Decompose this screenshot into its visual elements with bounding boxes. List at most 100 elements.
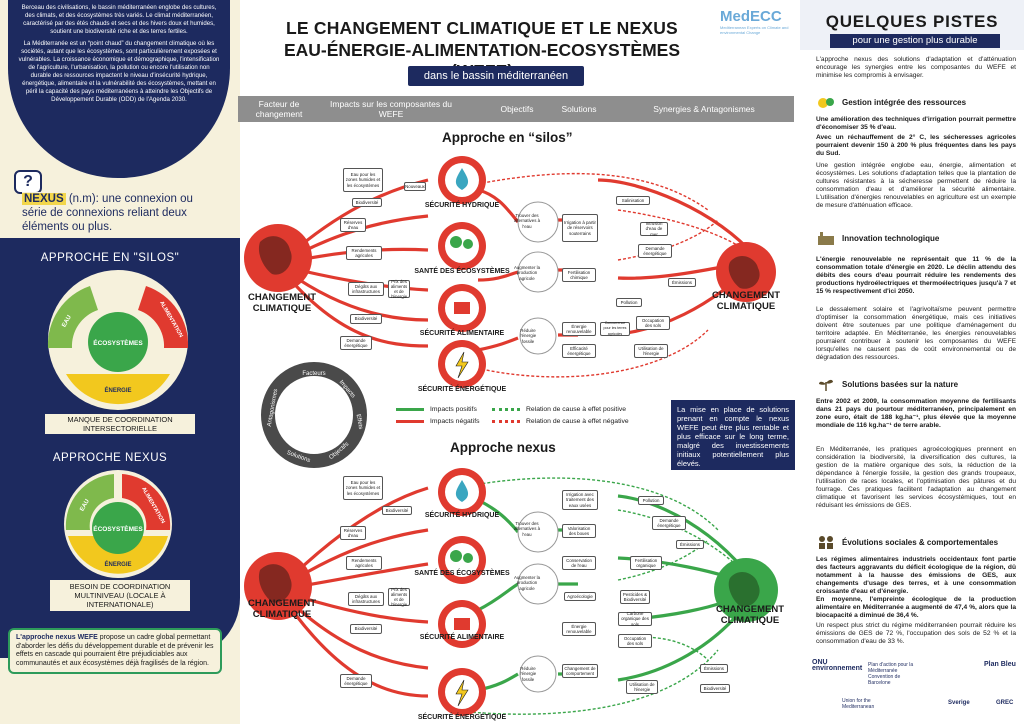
effect-box: Utilisation de l'énergie <box>634 344 668 358</box>
nexus-term: NEXUS <box>22 193 66 205</box>
objective-agri-circle <box>517 563 559 605</box>
s3-fact: Entre 2002 et 2009, la consommation moye… <box>816 398 1016 429</box>
effect-box: Utilisation de l'énergie <box>626 680 658 694</box>
silos-climate-label-right: CHANGEMENT CLIMATIQUE <box>711 290 781 312</box>
legend-cause-negative-label: Relation de cause à effet négative <box>526 418 629 425</box>
objective-energy-circle <box>519 655 557 693</box>
solution-box: Changement de comportement <box>562 664 598 678</box>
left-panel: Berceau des civilisations, le bassin méd… <box>0 0 240 724</box>
question-mark-icon: ? <box>14 170 42 194</box>
effect-box: Pesticides & Biodiversité <box>620 590 650 604</box>
silos-energie-label: ÉNERGIE <box>104 386 131 394</box>
page-subtitle: dans le bassin méditerranéen <box>408 66 584 86</box>
nexus-section-title: Approche nexus <box>450 440 556 455</box>
objective-label: Augmenter la production agricole <box>513 265 541 281</box>
impact-box: Biodiversité <box>350 624 382 634</box>
silos-globe-continent-left <box>258 236 292 275</box>
silos-energie-segment <box>66 374 170 405</box>
solution-box: Irrigation avec traitement des eaux usée… <box>562 490 598 510</box>
silos-flow-diagram <box>244 156 776 388</box>
effect-box: Biodiversité <box>700 684 730 693</box>
header-synergies: Synergies & Antagonismes <box>653 104 755 114</box>
nexus-sector-ecosystem: SANTÉ DES ÉCOSYSTÈMES <box>414 570 510 577</box>
nexus-diagram: ÉCOSYSTÈMES EAU ALIMENTATION ÉNERGIE <box>64 470 172 578</box>
objective-label: Trouver des alternatives à l'eau <box>513 521 541 537</box>
solution-box: Énergie renouvelable <box>562 622 596 636</box>
silos-diagram: ÉCOSYSTÈMES EAU ALIMENTATION ÉNERGIE <box>47 270 189 410</box>
effect-box: Salinisation <box>616 196 650 205</box>
legend-cause-positive-line <box>492 408 520 411</box>
effect-box: Occupation des sols <box>636 316 670 330</box>
section-tech-innovation: Innovation technologique <box>816 230 1016 246</box>
plant-icon <box>819 379 833 391</box>
s4-fact-2: En moyenne, l'empreinte écologique de la… <box>816 596 1016 619</box>
impact-box: Prix des aliments et de l'énergie <box>388 587 410 607</box>
silos-caption: MANQUE DE COORDINATION INTERSECTORIELLE <box>0 414 240 434</box>
silos-eau-segment <box>47 286 98 348</box>
cycle-label: Facteurs <box>302 371 325 377</box>
tree-icon <box>450 236 462 248</box>
solution-box: Valorisation des boues <box>562 524 596 538</box>
nexus-flow-diagram <box>244 468 778 716</box>
impact-box: Nouveaux <box>404 182 426 191</box>
silos-ecosystemes-label: ÉCOSYSTÈMES <box>93 338 143 347</box>
objective-energy-circle <box>519 317 557 355</box>
nexus-energie-label: ÉNERGIE <box>104 560 131 568</box>
legend-positive-label: Impacts positifs <box>430 406 477 413</box>
right-intro: L'approche nexus des solutions d'adaptat… <box>816 56 1016 79</box>
impact-box: Prix des aliments et de l'énergie <box>388 279 410 299</box>
silos-section-title: Approche en “silos” <box>442 130 573 145</box>
tree-icon <box>463 553 473 563</box>
section-nature-based-title: Solutions basées sur la nature <box>842 379 959 389</box>
cycle-arrow-icon <box>352 390 362 404</box>
food-basket-icon <box>454 302 470 314</box>
legend-positive: Impacts positifs <box>396 406 477 413</box>
silos-sector-food: SÉCURITÉ ALIMENTAIRE <box>419 330 505 337</box>
nexus-link <box>477 582 519 612</box>
nexus-caption: BESOIN DE COORDINATION MULTINIVEAU (LOCA… <box>0 580 240 611</box>
solution-box: Conservation de l'eau <box>562 556 596 570</box>
effect-box: Carbone organique des sols <box>618 611 652 627</box>
intro-paragraph-2: La Méditerranée est un “point chaud” du … <box>18 40 220 103</box>
legend: Impacts positifs Impacts négatifs Relati… <box>396 402 666 432</box>
logo-onu: ONU environnement <box>812 659 863 672</box>
cycle-ring <box>261 362 367 468</box>
nexus-climate-label-left: CHANGEMENT CLIMATIQUE <box>247 598 317 620</box>
medecc-logo-subtitle: Mediterranean Experts on Climate and env… <box>720 25 789 35</box>
s1-fact-1: Une amélioration des techniques d'irriga… <box>816 116 1016 131</box>
solution-box: Agroécologie <box>564 592 596 601</box>
people-icon <box>819 536 833 549</box>
impact-box: Demande énergétique <box>340 336 372 350</box>
silos-ecosystemes-circle <box>88 312 148 372</box>
nexus-globe-continent-right <box>728 571 760 607</box>
section-social-behavioral-title: Évolutions sociales & comportementales <box>842 537 999 547</box>
objective-agri-circle <box>517 251 559 293</box>
nexus-definition: NEXUS (n.m): une connexion ou série de c… <box>22 192 214 234</box>
legend-cause-negative: Relation de cause à effet négative <box>492 418 629 425</box>
nexus-globe-continent-left <box>258 564 292 603</box>
nexus-dashed-link <box>617 539 709 581</box>
intro-paragraph-1: Berceau des civilisations, le bassin méd… <box>21 4 217 35</box>
wefe-note-bold: L'approche nexus WEFE <box>16 634 98 641</box>
effect-box: Demande énergétique <box>638 244 672 258</box>
process-cycle-ring: Facteurs Impacts Effets Objectifs Soluti… <box>261 362 367 468</box>
wefe-note-text: propose un cadre global permettant d'abo… <box>16 634 214 667</box>
nexus-def-text: : une connexion ou série de connexions r… <box>22 193 193 233</box>
legend-cause-positive: Relation de cause à effet positive <box>492 406 626 413</box>
section-social-behavioral: Évolutions sociales & comportementales <box>816 534 1016 550</box>
effect-box: Concurrence pour les terres agricoles <box>600 321 630 336</box>
impact-box: Eau pour les zones humides et les écosys… <box>343 168 383 192</box>
nexus-energie-segment <box>68 536 168 574</box>
section-tech-innovation-title: Innovation technologique <box>842 233 940 243</box>
logo-sweden: Sverige <box>948 700 970 706</box>
impact-box: Biodiversité <box>352 198 382 207</box>
legend-positive-line <box>396 408 424 411</box>
wefe-approach-note: L'approche nexus WEFE propose un cadre g… <box>8 628 222 675</box>
logo-pam: Plan d'action pour la Méditerranée Conve… <box>868 662 914 686</box>
effect-box: Fertilisation organique <box>630 556 662 570</box>
s2-text: Le dessalement solaire et l'agrivoltaïsm… <box>816 306 1016 361</box>
section-resource-management-title: Gestion intégrée des ressources <box>842 97 967 107</box>
effect-box: Pollution <box>638 496 664 505</box>
right-subtitle: pour une gestion plus durable <box>830 34 1000 48</box>
tree-icon <box>450 550 462 562</box>
